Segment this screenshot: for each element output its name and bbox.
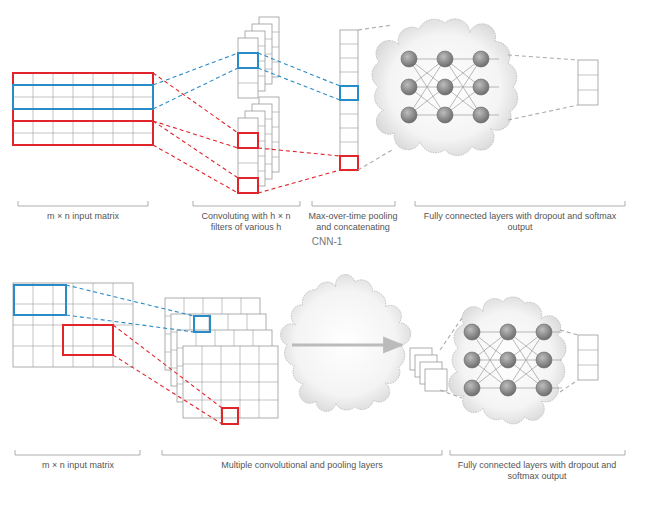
output-vector — [578, 60, 598, 105]
diagram-caption: CNN-1 — [287, 236, 367, 247]
feature-cell — [238, 178, 258, 193]
connection-line — [258, 53, 340, 86]
bracket — [415, 201, 625, 206]
section-label: Fully connected layers with dropout and … — [452, 460, 622, 482]
filter-window — [13, 85, 153, 109]
pooled-cell — [340, 86, 358, 100]
pooled-vector — [340, 30, 358, 170]
connection-line — [66, 315, 194, 332]
connection-line — [113, 325, 222, 408]
bracket — [193, 201, 300, 206]
section-label: Convoluting with h × n filters of variou… — [194, 211, 299, 233]
input-matrix — [13, 283, 133, 367]
connection-line — [153, 73, 238, 133]
cloud — [280, 275, 410, 412]
cloud — [372, 19, 518, 156]
connection-line — [113, 355, 222, 424]
feature-map — [238, 38, 258, 98]
connection-line — [153, 121, 238, 148]
output-vector — [578, 335, 598, 380]
flow-arrow — [292, 344, 402, 347]
section-label: Max-over-time pooling and concatenating — [306, 211, 401, 233]
section-label: Multiple convolutional and pooling layer… — [172, 460, 432, 471]
neural-net — [401, 51, 499, 123]
section-label: m × n input matrix — [13, 460, 143, 471]
bracket — [162, 450, 442, 455]
bracket — [312, 201, 395, 206]
filter-window — [13, 73, 153, 121]
feature-cell — [238, 133, 258, 148]
connection-line — [258, 148, 340, 156]
feature-map — [238, 118, 258, 193]
section-label: Fully connected layers with dropout and … — [420, 211, 620, 233]
filter-window — [14, 285, 66, 315]
connection-line — [358, 25, 392, 30]
bracket — [18, 201, 148, 206]
filter-window — [63, 325, 113, 355]
feature-cell — [222, 408, 238, 424]
bracket — [15, 450, 140, 455]
feature-cell — [194, 316, 210, 332]
section-label: m × n input matrix — [18, 211, 148, 222]
pooled-cell — [340, 156, 358, 170]
filter-window — [13, 121, 153, 145]
feature-cell — [238, 53, 258, 68]
connection-line — [508, 55, 578, 60]
bracket — [450, 450, 625, 455]
connection-line — [508, 105, 578, 120]
cloud — [449, 297, 566, 424]
connection-line — [560, 330, 578, 335]
input-matrix — [13, 73, 153, 145]
connection-line — [258, 170, 340, 193]
connection-line — [66, 285, 194, 316]
neural-net — [464, 324, 562, 396]
connection-line — [153, 53, 238, 85]
connection-line — [153, 145, 238, 193]
feature-map — [425, 369, 447, 391]
connection-line — [560, 380, 578, 392]
connection-line — [258, 68, 340, 100]
connection-line — [358, 150, 392, 170]
